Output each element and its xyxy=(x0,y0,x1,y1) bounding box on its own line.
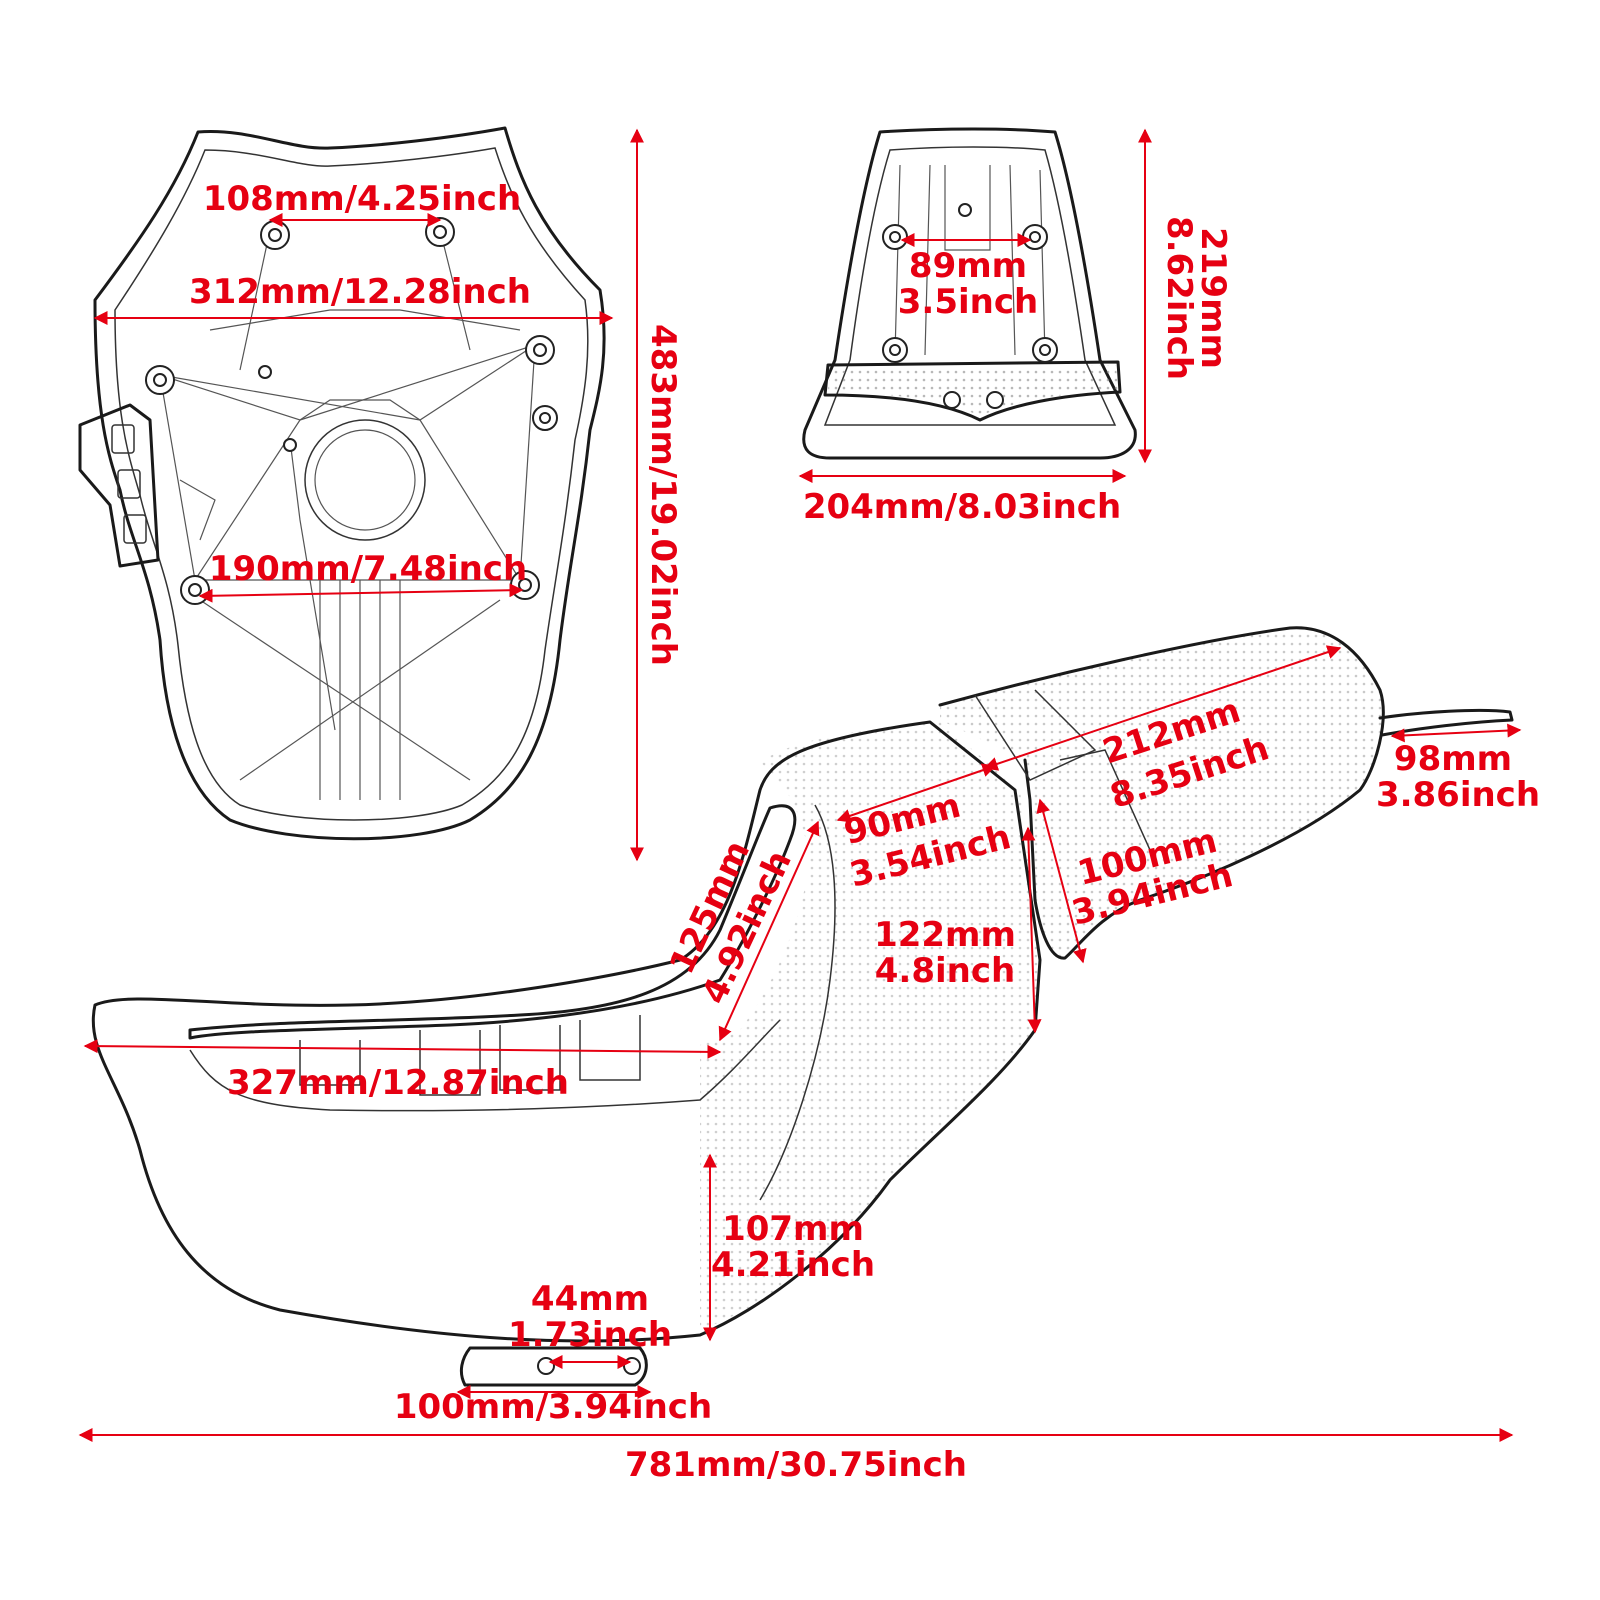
front-height-in-label: 4.21inch xyxy=(711,1245,875,1285)
front-seat-length-label: 327mm/12.87inch xyxy=(227,1063,569,1103)
tail-in-label: 3.86inch xyxy=(1376,775,1540,815)
tab-hole-in-label: 1.73inch xyxy=(508,1315,672,1355)
side-height-in-label: 4.8inch xyxy=(875,951,1015,991)
rear-width-label: 204mm/8.03inch xyxy=(803,487,1121,527)
front-seat-length-line xyxy=(83,1039,722,1059)
back-height-line xyxy=(718,820,820,1042)
backrest-top-line xyxy=(983,645,1342,771)
total-length-label: 781mm/30.75inch xyxy=(625,1445,967,1485)
seat-rear-line xyxy=(836,763,997,823)
rear-bolt-spacing-in-label: 3.5inch xyxy=(898,282,1038,322)
front-bolt-spacing-label: 108mm/4.25inch xyxy=(203,179,521,219)
rear-bolt-spacing-mm-label: 89mm xyxy=(909,246,1027,286)
tab-hole-mm-label: 44mm xyxy=(531,1279,649,1319)
front-rear-bolt-spacing-label: 190mm/7.48inch xyxy=(209,549,527,589)
tail-line xyxy=(1390,723,1522,743)
tab-width-label: 100mm/3.94inch xyxy=(394,1387,712,1427)
front-rear-bolt-spacing-line xyxy=(198,583,524,603)
front-width-label: 312mm/12.28inch xyxy=(189,272,531,312)
step-height-line xyxy=(1036,798,1087,964)
front-height-mm-label: 107mm xyxy=(722,1209,864,1249)
side-height-line xyxy=(1021,826,1042,1034)
side-height-mm-label: 122mm xyxy=(874,915,1016,955)
tail-mm-label: 98mm xyxy=(1394,739,1512,779)
rear-length-mm-label: 219mm xyxy=(1193,227,1233,369)
rear-length-in-label: 8.62inch xyxy=(1159,216,1199,380)
front-length-label: 483mm/19.02inch xyxy=(643,324,683,666)
front-seat-pan-bottom-view xyxy=(78,126,606,841)
